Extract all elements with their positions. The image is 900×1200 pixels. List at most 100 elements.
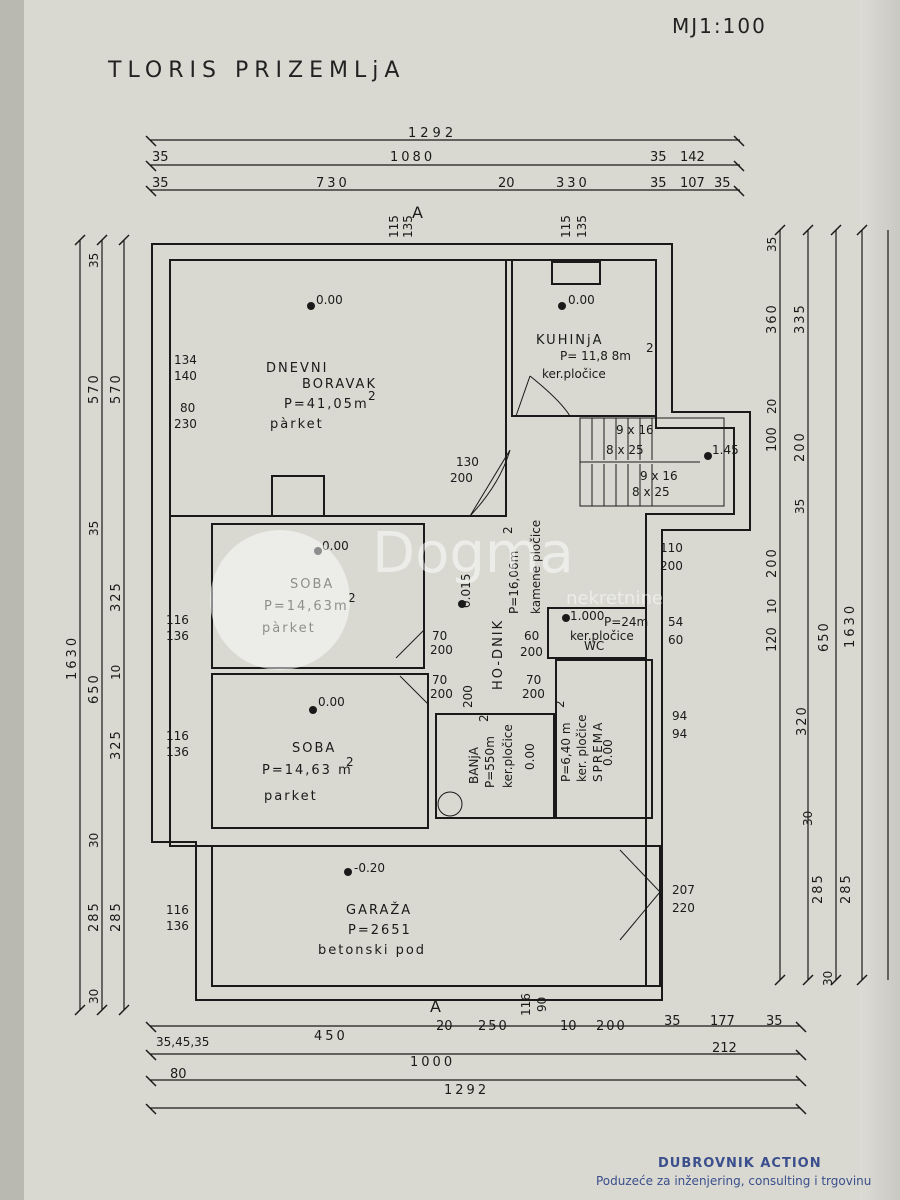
window-left-2-b: 230 (174, 417, 197, 431)
dim-left-i: 285 (87, 901, 102, 932)
level-storage: 0.00 (601, 739, 615, 766)
window-bottom-a: 116 (519, 993, 533, 1016)
dim-tick (774, 224, 786, 236)
dim-tick (74, 1004, 86, 1016)
dim-tick (802, 224, 814, 236)
door-bedroom-1-a: 70 (432, 629, 447, 643)
door-living-b: 200 (450, 471, 473, 485)
dim-right-c: 335 (793, 303, 808, 334)
room-living-name-2: BORAVAK (302, 377, 377, 392)
section-mark-bottom: A (430, 997, 441, 1016)
room-storage-area: P=6,40 m (559, 722, 573, 782)
window-storage-a: 94 (672, 709, 687, 723)
dim-top-row2-right-b: 142 (680, 150, 705, 165)
dim-left-d: 325 (109, 581, 124, 612)
dim-left-a: 35 (87, 253, 101, 268)
dim-right-e: 100 (765, 427, 780, 452)
dim-tick (733, 185, 745, 197)
room-bathroom-area-sup: 2 (477, 714, 491, 722)
bathroom-walls (435, 713, 555, 819)
door-ext-b: 200 (660, 559, 683, 573)
door-bathroom: 200 (461, 685, 475, 708)
dim-tick (795, 1075, 807, 1087)
stamp-company-name: DUBROVNIK ACTION (658, 1156, 822, 1171)
window-wc-a: 54 (668, 615, 683, 629)
dim-bottom-r2-a: 80 (170, 1067, 187, 1082)
dim-tick (96, 1004, 108, 1016)
window-left-5-b: 136 (166, 919, 189, 933)
level-wc: 1.000 (570, 609, 604, 623)
door-garage-b: 220 (672, 901, 695, 915)
room-bathroom-name: BANjA (467, 746, 481, 784)
dim-left-b: 570 (87, 373, 102, 404)
dim-tick (774, 974, 786, 986)
kitchen-walls (511, 259, 657, 417)
window-wc-b: 60 (668, 633, 683, 647)
level-living: 0.00 (316, 293, 343, 307)
door-garage-a: 207 (672, 883, 695, 897)
window-top-a: 115 (387, 215, 401, 238)
wc-walls (547, 607, 647, 659)
level-marker-stairs (704, 452, 712, 460)
dim-right-b: 360 (765, 303, 780, 334)
dim-bottom-r1-g: 35 (664, 1014, 681, 1029)
level-marker-bedroom-2 (309, 706, 317, 714)
stair-label-3: 9 x 16 (640, 469, 678, 483)
dim-tick (802, 974, 814, 986)
dim-left-j: 30 (87, 989, 101, 1004)
dim-bottom-r1-b: 450 (314, 1029, 348, 1044)
door-bedroom-2-b: 200 (430, 687, 453, 701)
dim-tick (145, 1021, 157, 1033)
room-storage-floor: ker. pločice (575, 714, 589, 782)
dim-top-row3-b: 20 (498, 176, 515, 191)
window-top-b: 135 (401, 215, 415, 238)
window-left-4-a: 116 (166, 729, 189, 743)
door-swing-garage (619, 849, 661, 941)
stamp-company-line: Poduzeće za inženjering, consulting i tr… (596, 1174, 872, 1188)
door-storage-b: 200 (522, 687, 545, 701)
dim-bottom-r1-a: 35,45,35 (156, 1035, 209, 1049)
dim-tick (145, 1049, 157, 1061)
dim-top-row2-right-a: 35 (650, 150, 667, 165)
level-corridor: 0.015 (459, 574, 473, 608)
window-kitchen-a: 115 (559, 215, 573, 238)
room-storage-name: SPREMA (591, 721, 605, 782)
dim-left-h: 30 (87, 833, 101, 848)
window-left-2-a: 80 (180, 401, 195, 415)
level-garage: -0.20 (354, 861, 385, 875)
dim-tick (795, 1049, 807, 1061)
window-kitchen-b: 135 (575, 215, 589, 238)
watermark-sub: nekretnine (566, 588, 663, 609)
dim-bottom-r1-i: 35 (766, 1014, 783, 1029)
dim-tick (145, 185, 157, 197)
watermark: Dogma nekretnine (210, 521, 663, 670)
door-bedroom-2-a: 70 (432, 673, 447, 687)
dim-bottom-r1-e: 10 (560, 1019, 577, 1034)
dim-right-n2: 285 (839, 873, 854, 904)
dim-right-h: 200 (765, 547, 780, 578)
living-room-walls (169, 259, 507, 517)
room-living-area-sup: 2 (368, 389, 376, 403)
level-marker-living (307, 302, 315, 310)
room-corridor-name: HO-DNIK (491, 619, 506, 690)
room-bedroom-2-name: SOBA (292, 741, 336, 756)
stair-label-2: 8 x 25 (606, 443, 644, 457)
room-corridor-area: P=16,06m (507, 551, 521, 614)
dim-top-row3-c: 330 (556, 176, 590, 191)
dim-top-row2-mid: 1080 (390, 150, 435, 165)
door-swing-living (469, 449, 511, 517)
window-left-1-a: 134 (174, 353, 197, 367)
dim-tick (145, 1103, 157, 1115)
dim-overall-top: 1292 (408, 126, 457, 141)
door-swing-kitchen (515, 375, 571, 417)
dim-tick (795, 1103, 807, 1115)
kitchen-vent (551, 261, 601, 285)
dim-tick (856, 974, 868, 986)
dim-left-g: 325 (109, 729, 124, 760)
dim-bottom-r1-d: 250 (478, 1019, 509, 1034)
window-left-4-b: 136 (166, 745, 189, 759)
door-storage-a: 70 (526, 673, 541, 687)
door-wc-b: 200 (520, 645, 543, 659)
scale-label: MJ1:100 (672, 14, 767, 38)
dim-tick (856, 224, 868, 236)
